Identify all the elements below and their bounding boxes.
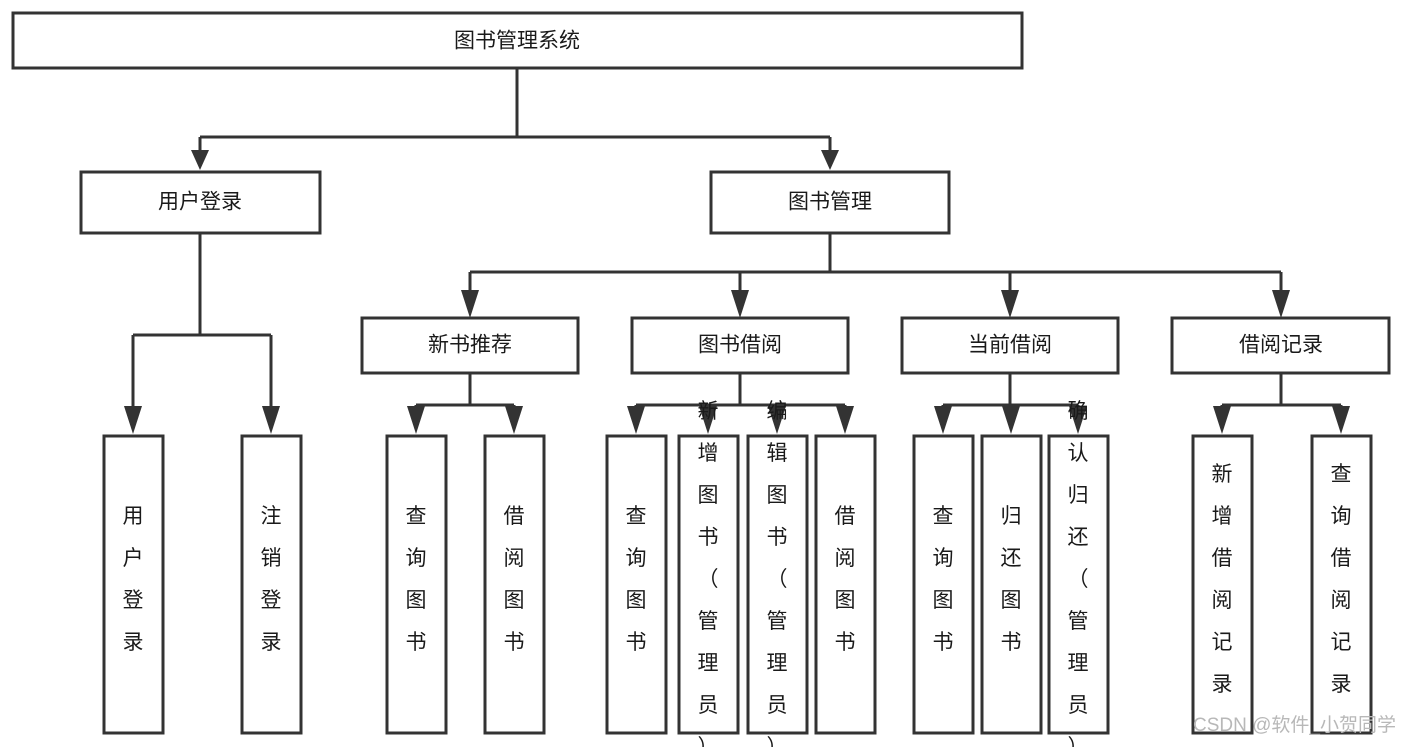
arrowhead-leaf-confirm-return <box>1069 406 1087 434</box>
arrowhead-new-book-rec <box>461 290 479 318</box>
node-leaf-return-book-label: 归还图书 <box>1001 505 1022 654</box>
node-borrow-record-label: 借阅记录 <box>1239 334 1323 357</box>
node-borrow-record[interactable]: 借阅记录 <box>1170 316 1391 375</box>
arrowhead-leaf-query-record <box>1332 406 1350 434</box>
node-leaf-add-book-label: 新增图书（管理员） <box>698 400 719 747</box>
node-leaf-add-book[interactable]: 新增图书（管理员） <box>677 400 740 747</box>
node-leaf-edit-book[interactable]: 编辑图书（管理员） <box>746 400 809 747</box>
arrowhead-borrow-record <box>1272 290 1290 318</box>
node-leaf-borrow-book-2-label: 借阅图书 <box>835 505 856 654</box>
node-leaf-edit-book-label: 编辑图书（管理员） <box>767 400 788 747</box>
arrowhead-book-borrow <box>731 290 749 318</box>
node-user-login[interactable]: 用户登录 <box>79 170 322 235</box>
node-leaf-user-logout-label: 注销登录 <box>261 505 282 654</box>
node-new-book-rec[interactable]: 新书推荐 <box>360 316 580 375</box>
node-current-borrow-box[interactable] <box>900 316 1120 375</box>
arrowhead-leaf-return-book <box>1002 406 1020 434</box>
node-borrow-record-box[interactable] <box>1170 316 1391 375</box>
node-leaf-borrow-book-1-box[interactable] <box>483 434 546 735</box>
node-leaf-query-book-1-label: 查询图书 <box>406 505 427 654</box>
node-leaf-query-book-3-label: 查询图书 <box>933 505 954 654</box>
node-root-label: 图书管理系统 <box>454 30 580 53</box>
arrowhead-book-manage <box>821 150 839 170</box>
node-leaf-confirm-return[interactable]: 确认归还（管理员） <box>1047 400 1110 747</box>
node-leaf-query-book-2[interactable]: 查询图书 <box>605 434 668 735</box>
arrowhead-leaf-add-record <box>1213 406 1231 434</box>
arrowhead-leaf-edit-book <box>768 406 786 434</box>
node-leaf-query-book-1[interactable]: 查询图书 <box>385 434 448 735</box>
node-new-book-rec-box[interactable] <box>360 316 580 375</box>
node-root[interactable]: 图书管理系统 <box>11 11 1024 70</box>
node-leaf-query-record-box[interactable] <box>1310 434 1373 735</box>
node-book-manage-label: 图书管理 <box>788 191 872 214</box>
arrowhead-leaf-query-book-1 <box>407 406 425 434</box>
node-leaf-add-book-box[interactable] <box>677 434 740 735</box>
node-book-borrow[interactable]: 图书借阅 <box>630 316 850 375</box>
node-root-box[interactable] <box>11 11 1024 70</box>
node-leaf-query-book-3[interactable]: 查询图书 <box>912 434 975 735</box>
node-book-borrow-label: 图书借阅 <box>698 334 782 357</box>
node-book-manage-box[interactable] <box>709 170 951 235</box>
node-leaf-borrow-book-1[interactable]: 借阅图书 <box>483 434 546 735</box>
node-book-manage[interactable]: 图书管理 <box>709 170 951 235</box>
arrowhead-leaf-add-book <box>699 406 717 434</box>
node-leaf-add-record[interactable]: 新增借阅记录 <box>1191 434 1254 735</box>
arrowhead-leaf-user-logout <box>262 406 280 434</box>
node-leaf-add-record-label: 新增借阅记录 <box>1212 463 1233 696</box>
node-user-login-box[interactable] <box>79 170 322 235</box>
node-leaf-borrow-book-2-box[interactable] <box>814 434 877 735</box>
node-leaf-add-record-box[interactable] <box>1191 434 1254 735</box>
node-leaf-edit-book-box[interactable] <box>746 434 809 735</box>
csdn-watermark: CSDN @软件_小贺同学 <box>1193 714 1396 736</box>
node-current-borrow-label: 当前借阅 <box>968 334 1052 357</box>
node-leaf-borrow-book-2[interactable]: 借阅图书 <box>814 434 877 735</box>
node-leaf-user-login-box[interactable] <box>102 434 165 735</box>
arrowhead-leaf-query-book-3 <box>934 406 952 434</box>
node-leaf-user-login[interactable]: 用户登录 <box>102 434 165 735</box>
node-leaf-confirm-return-label: 确认归还（管理员） <box>1068 400 1089 747</box>
arrowhead-user-login <box>191 150 209 170</box>
node-leaf-query-book-2-box[interactable] <box>605 434 668 735</box>
node-leaf-confirm-return-box[interactable] <box>1047 434 1110 735</box>
node-leaf-user-logout-box[interactable] <box>240 434 303 735</box>
node-new-book-rec-label: 新书推荐 <box>428 334 512 357</box>
node-leaf-query-book-2-label: 查询图书 <box>626 505 647 654</box>
node-leaf-query-book-1-box[interactable] <box>385 434 448 735</box>
connector-layer <box>124 68 1350 434</box>
node-leaf-query-book-3-box[interactable] <box>912 434 975 735</box>
node-leaf-return-book-box[interactable] <box>980 434 1043 735</box>
node-leaf-return-book[interactable]: 归还图书 <box>980 434 1043 735</box>
arrowhead-leaf-user-login <box>124 406 142 434</box>
arrowhead-leaf-borrow-book-2 <box>836 406 854 434</box>
node-current-borrow[interactable]: 当前借阅 <box>900 316 1120 375</box>
node-leaf-user-logout[interactable]: 注销登录 <box>240 434 303 735</box>
node-leaf-borrow-book-1-label: 借阅图书 <box>504 505 525 654</box>
arrowhead-leaf-borrow-book-1 <box>505 406 523 434</box>
arrowhead-current-borrow <box>1001 290 1019 318</box>
arrowhead-leaf-query-book-2 <box>627 406 645 434</box>
node-leaf-user-login-label: 用户登录 <box>123 505 144 654</box>
node-leaf-query-record[interactable]: 查询借阅记录 <box>1310 434 1373 735</box>
node-leaf-query-record-label: 查询借阅记录 <box>1331 463 1352 696</box>
node-book-borrow-box[interactable] <box>630 316 850 375</box>
node-user-login-label: 用户登录 <box>158 191 242 214</box>
